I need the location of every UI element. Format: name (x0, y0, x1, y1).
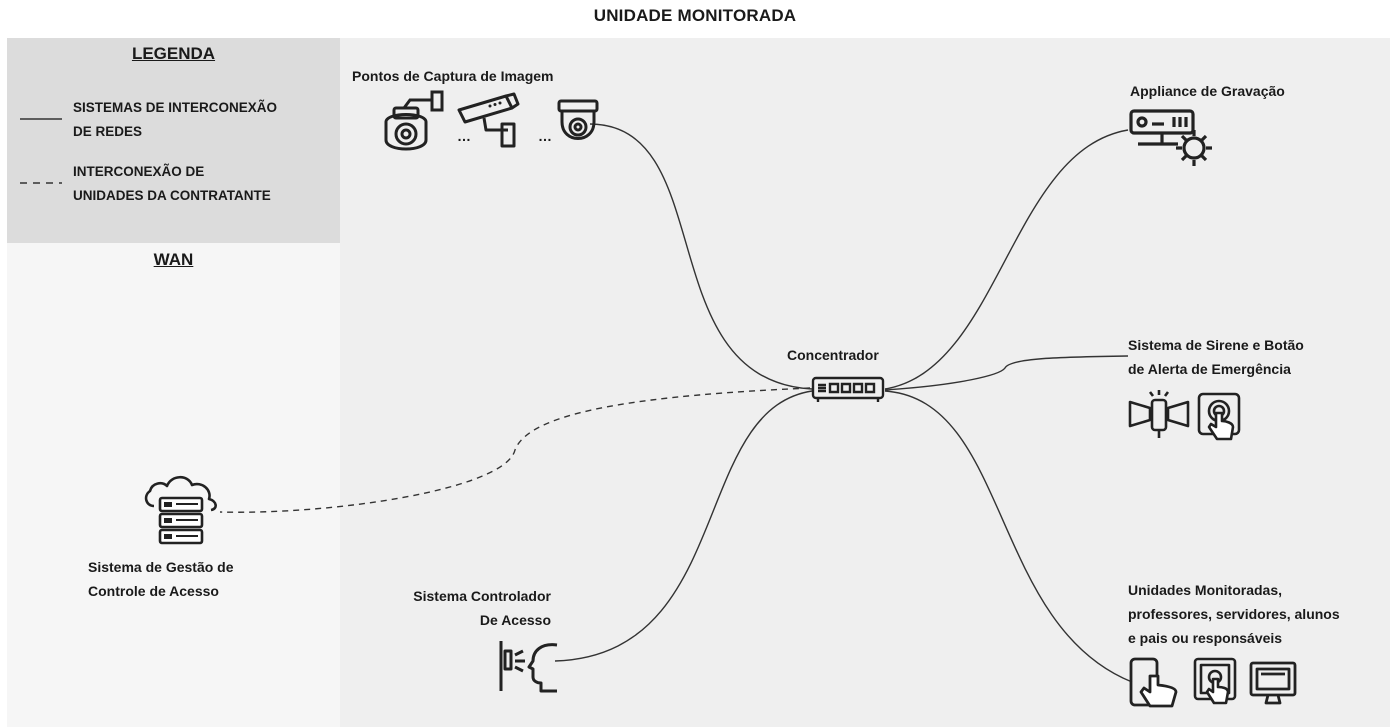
siren-icon (1128, 390, 1190, 438)
diagram-title: UNIDADE MONITORADA (593, 6, 797, 25)
recording-appliance-label: Appliance de Gravação (1130, 83, 1285, 99)
camera-ellipsis-2: … (538, 128, 552, 144)
network-switch-icon (811, 376, 885, 402)
camera-ellipsis-1: … (457, 128, 471, 144)
recording-appliance-icon (1129, 109, 1212, 166)
bullet-camera-icon (457, 92, 520, 148)
dome-camera-icon (557, 99, 599, 140)
smartphone-touch-icon (1129, 657, 1178, 708)
access-management-label: Sistema de Gestão de Controle de Acesso (88, 559, 234, 599)
access-controller-label: Sistema Controlador De Acesso (413, 588, 551, 628)
legend-panel (7, 38, 340, 243)
legend-solid-label: SISTEMAS DE INTERCONEXÃO DE REDES (73, 100, 278, 139)
ptz-camera-icon (384, 90, 444, 151)
legend-heading: LEGENDA (131, 44, 216, 63)
legend-dashed-label: INTERCONEXÃO DE UNIDADES DA CONTRATANTE (73, 164, 271, 203)
link-access-controller (554, 390, 813, 662)
monitored-unit-area (340, 38, 1390, 727)
emergency-button-icon (1197, 392, 1241, 441)
wan-heading: WAN (153, 250, 194, 269)
link-siren (884, 355, 1129, 391)
wan-panel (7, 243, 340, 727)
link-monitored-units (884, 390, 1133, 683)
cloud-server-icon (144, 475, 217, 545)
monitored-units-label: Unidades Monitoradas, professores, servi… (1128, 582, 1340, 646)
cameras-label: Pontos de Captura de Imagem (352, 68, 554, 84)
link-cameras (589, 123, 813, 390)
link-recording (884, 129, 1129, 390)
access-controller-icon (499, 641, 558, 693)
hub-label: Concentrador (787, 347, 879, 363)
touch-panel-icon (1193, 657, 1237, 705)
link-wan-dashed (219, 387, 811, 513)
desktop-monitor-icon (1249, 661, 1297, 705)
siren-system-label: Sistema de Sirene e Botão de Alerta de E… (1128, 337, 1304, 377)
